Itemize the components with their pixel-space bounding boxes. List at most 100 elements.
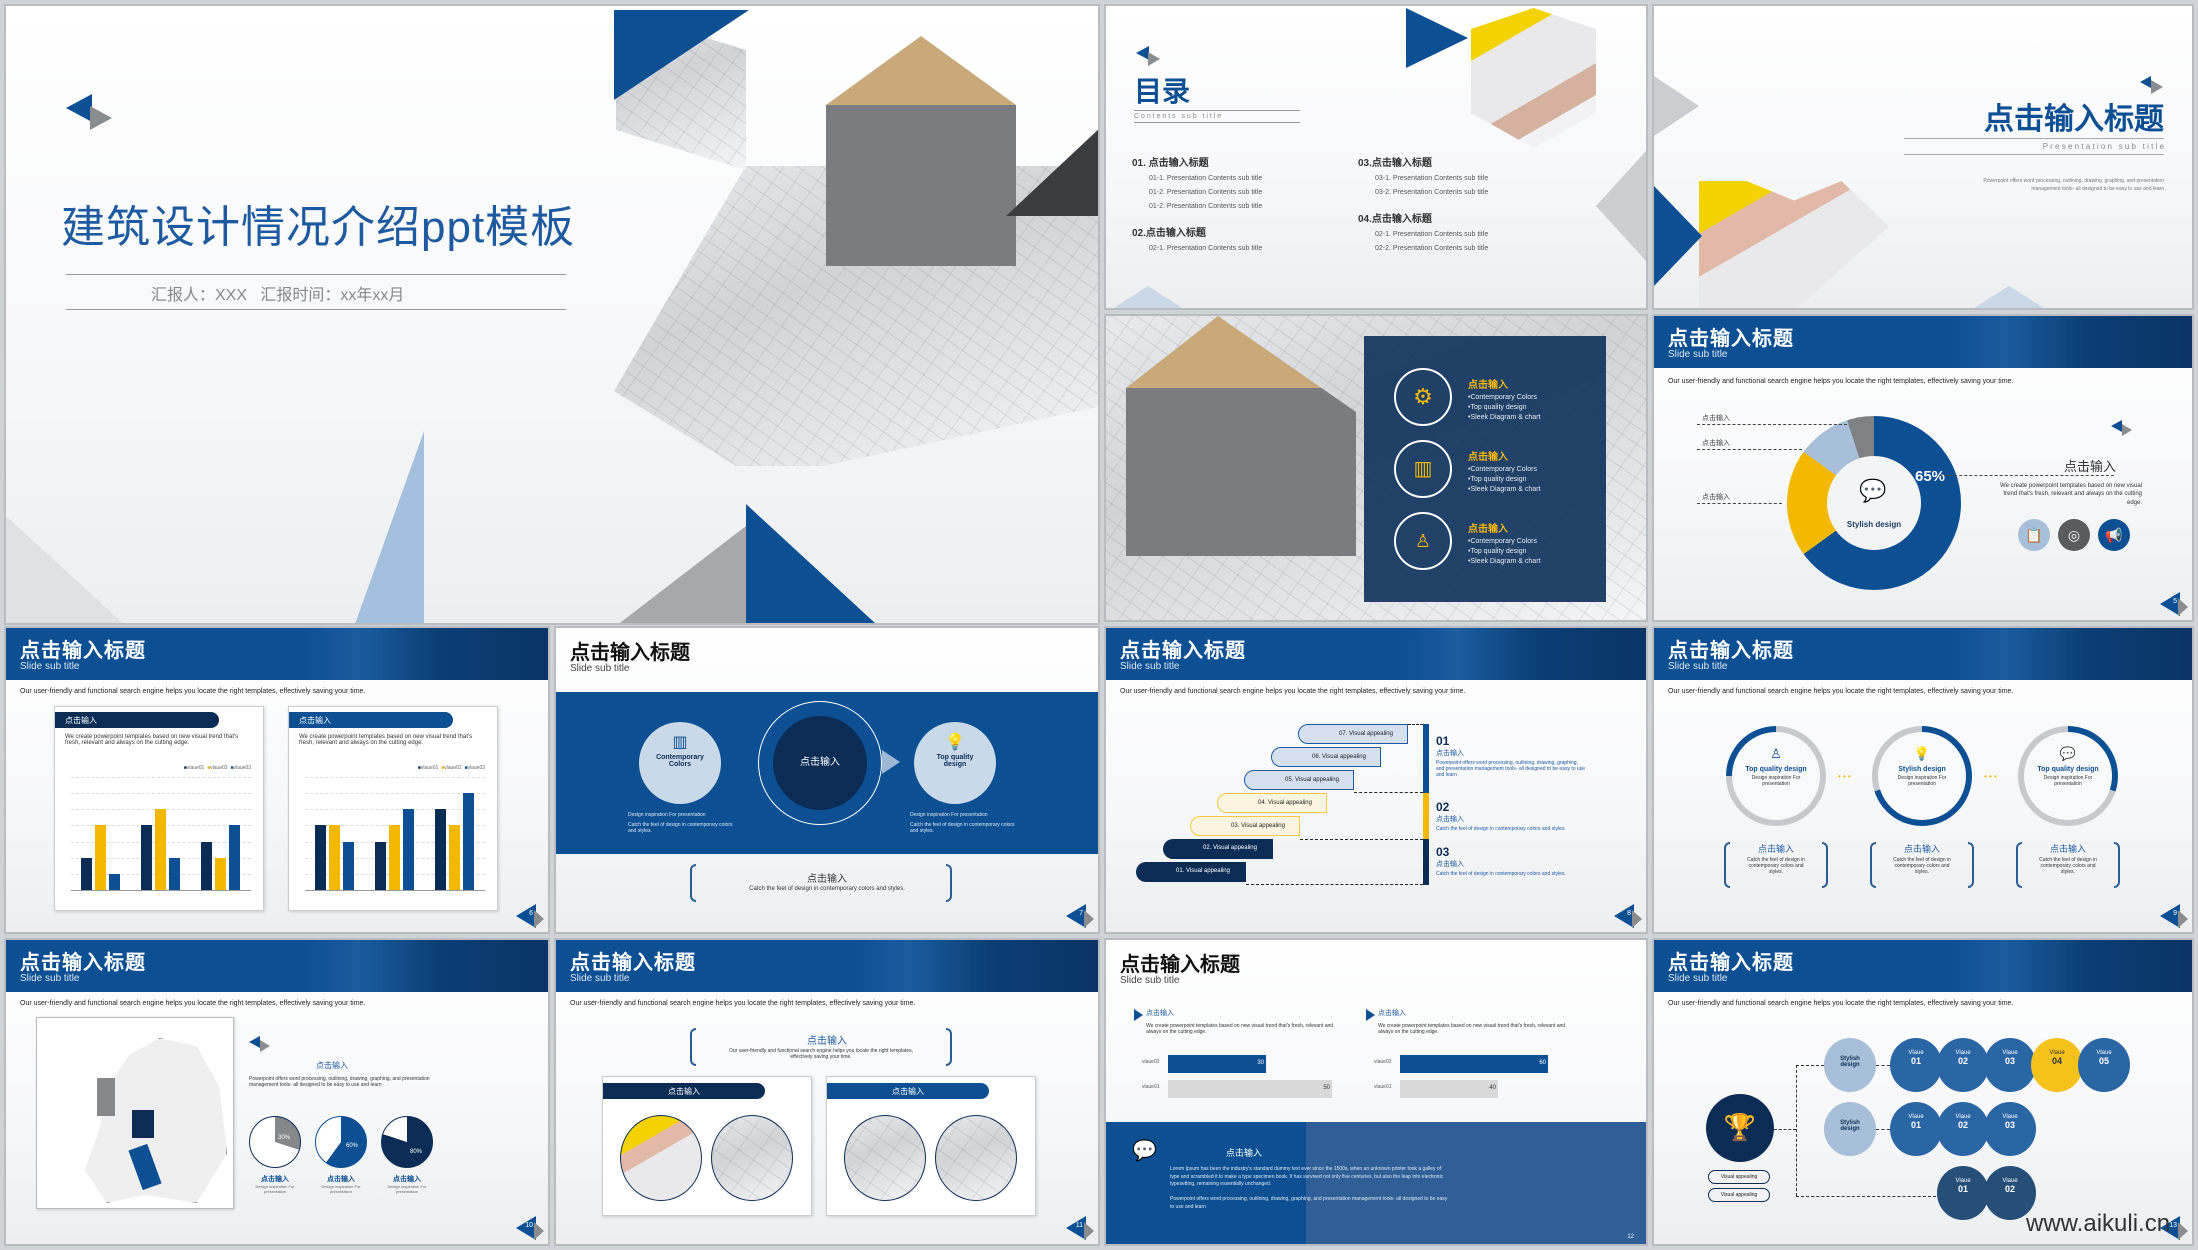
- toc-heading[interactable]: 03.点击输入标题: [1358, 158, 1432, 169]
- reporter-info: 汇报人：XXX 汇报时间：xx年xx月: [151, 287, 405, 304]
- toc-heading[interactable]: 01. 点击输入标题: [1132, 158, 1209, 169]
- right-feature-circle: 💡 Top quality design: [914, 722, 996, 804]
- page-number: 6: [514, 904, 544, 928]
- block-number: 02: [1436, 800, 1450, 814]
- block-text: We create powerpoint templates based on …: [1146, 1023, 1334, 1035]
- org-chart-icon: ♙: [1394, 512, 1452, 570]
- chat-thumb-icon: 💬: [1859, 478, 1887, 503]
- lightbulb-icon: 💡: [1913, 746, 1931, 761]
- card-text: We create powerpoint templates based on …: [65, 734, 239, 746]
- toc-item[interactable]: 01-2. Presentation Contents sub title: [1149, 203, 1263, 210]
- bullet: Design inspiration For presentation: [910, 812, 988, 818]
- chat-thumb-icon: 💬: [2059, 746, 2077, 761]
- page-number: 9: [2158, 904, 2188, 928]
- step[interactable]: 05. Visual appealing: [1244, 770, 1354, 790]
- germany-region: [132, 1110, 154, 1138]
- bracket-right: [946, 864, 952, 902]
- play-triangle-icon: [1134, 1009, 1143, 1021]
- bracket-text: Catch the feel of design in contemporary…: [749, 886, 905, 892]
- deco-gray-triangle: [616, 526, 746, 623]
- item-bullet: •Contemporary Colors: [1468, 394, 1537, 401]
- step[interactable]: 01. Visual appealing: [1136, 862, 1246, 882]
- slide-1-cover[interactable]: 建筑设计情况介绍ppt模板 汇报人：XXX 汇报时间：xx年xx月: [4, 4, 1100, 625]
- target-icon[interactable]: ◎: [2058, 519, 2090, 551]
- toc-item[interactable]: 02-1. Presentation Contents sub title: [1149, 245, 1263, 252]
- slide-2-contents[interactable]: 目录 C o n t e n t s s u b t i t l e 01. 点…: [1104, 4, 1648, 310]
- item-bullet: •Top quality design: [1468, 548, 1527, 555]
- slide-4-photo-panel[interactable]: ⚙ 点击输入 •Contemporary Colors •Top quality…: [1104, 314, 1648, 622]
- block-text: Catch the feel of design in contemporary…: [1436, 871, 1566, 877]
- clipboard-icon[interactable]: 📋: [2018, 519, 2050, 551]
- deco-gray-triangle: [6, 516, 126, 623]
- right-triangle-icon: [2151, 80, 2163, 94]
- slide-title: 点击输入标题: [1668, 952, 1794, 974]
- step[interactable]: 07. Visual appealing: [1298, 724, 1408, 744]
- band-text: Powerpoint offers word processing, outli…: [1170, 1196, 1448, 1210]
- right-triangle-icon: [2122, 424, 2132, 436]
- info-panel: ⚙ 点击输入 •Contemporary Colors •Top quality…: [1364, 336, 1606, 602]
- left-feature-circle: ▥ Contemporary Colors: [639, 722, 721, 804]
- step[interactable]: 04. Visual appealing: [1217, 793, 1327, 813]
- bullet: Catch the feel of design in contemporary…: [628, 822, 733, 834]
- left-triangle-icon: [2111, 420, 2122, 432]
- deco-blue-triangle: [614, 10, 749, 100]
- toc-section: 01. 点击输入标题 01-1. Presentation Contents s…: [1132, 154, 1262, 252]
- block-heading: 点击输入: [1146, 1010, 1174, 1017]
- toc-item[interactable]: 03-1. Presentation Contents sub title: [1375, 175, 1489, 182]
- chart-card: 点击输入 We create powerpoint templates base…: [54, 706, 264, 911]
- slide-subtitle: Slide sub title: [570, 973, 630, 984]
- ring-text: Design inspiration For presentation: [2043, 775, 2093, 787]
- contents-title: 目录: [1134, 76, 1191, 107]
- ring-title: Top quality design: [2037, 766, 2099, 773]
- step[interactable]: 03. Visual appealing: [1190, 816, 1300, 836]
- photo-card: 点击输入: [826, 1076, 1036, 1216]
- toc-item[interactable]: 01-2. Presentation Contents sub title: [1149, 189, 1263, 196]
- pill-label[interactable]: Visual appealing: [1708, 1188, 1770, 1202]
- house-model-image: [844, 1115, 926, 1201]
- toc-heading[interactable]: 04.点击输入标题: [1358, 214, 1432, 225]
- pill-label[interactable]: Visual appealing: [1708, 1170, 1770, 1184]
- slide-title: 点击输入标题: [20, 640, 146, 662]
- slide-3-section-title[interactable]: 点击输入标题 P r e s e n t a t i o n s u b t i…: [1652, 4, 2194, 310]
- toc-item[interactable]: 03-2. Presentation Contents sub title: [1375, 189, 1489, 196]
- megaphone-icon[interactable]: 📢: [2098, 519, 2130, 551]
- block-text: Catch the feel of design in contemporary…: [1436, 826, 1566, 832]
- block-title: 点击输入: [1436, 816, 1464, 823]
- page-number: 7: [1064, 904, 1094, 928]
- step[interactable]: 06. Visual appealing: [1271, 747, 1381, 767]
- item-bullet: •Sleek Diagram & chart: [1468, 414, 1541, 421]
- step[interactable]: 02. Visual appealing: [1163, 839, 1273, 859]
- toc-item[interactable]: 02-2. Presentation Contents sub title: [1375, 245, 1489, 252]
- toc-item[interactable]: 01-1. Presentation Contents sub title: [1149, 175, 1263, 182]
- slide-subtitle: Slide sub title: [20, 661, 80, 672]
- toc-item[interactable]: 02-1. Presentation Contents sub title: [1375, 231, 1489, 238]
- stylish-design-circle: Stylish design: [1824, 1038, 1876, 1092]
- toc-heading[interactable]: 02.点击输入标题: [1132, 228, 1206, 239]
- trophy-circle: 🏆: [1706, 1094, 1774, 1162]
- map-heading: 点击输入: [316, 1061, 348, 1070]
- center-circle[interactable]: 点击输入: [773, 716, 867, 810]
- map-text: Powerpoint offers word processing, outli…: [249, 1076, 430, 1088]
- right-triangle-icon: [260, 1040, 270, 1052]
